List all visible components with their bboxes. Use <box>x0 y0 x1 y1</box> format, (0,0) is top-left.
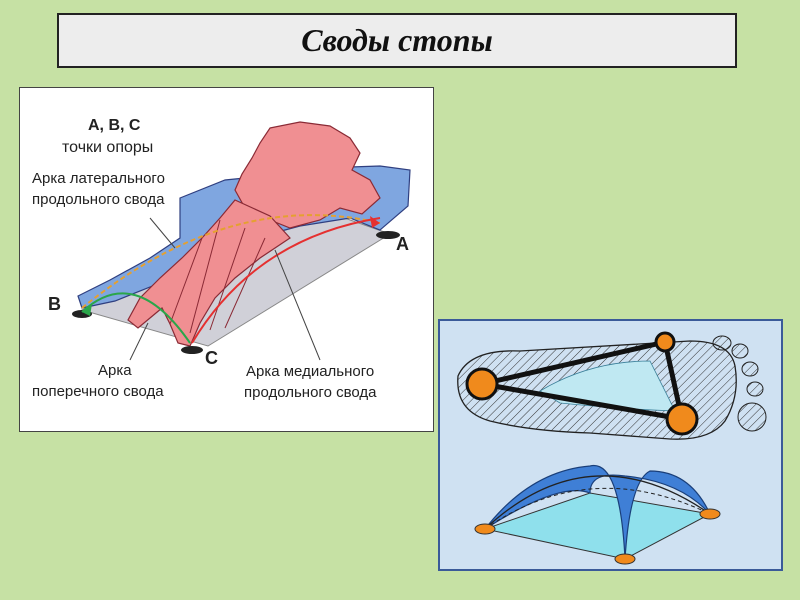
medial-arch-label-1: Арка медиального <box>246 363 374 380</box>
dome-support-right <box>699 508 721 520</box>
arch-scheme-panel <box>438 319 783 571</box>
toe-2 <box>731 343 749 359</box>
triangle-node-toe-base <box>654 331 676 353</box>
point-b-label: B <box>48 294 61 314</box>
transverse-pointer-line <box>129 322 149 361</box>
toe-outline <box>169 219 266 334</box>
slide-title: Своды стопы <box>301 22 493 58</box>
transverse-arch-arrow <box>81 292 191 344</box>
title-box: Своды стопы <box>57 13 737 68</box>
lateral-arch-arrow <box>81 214 381 309</box>
medial-arch-label-2: продольного свода <box>244 384 377 401</box>
medial-arch-arrow <box>191 217 381 344</box>
foot-skeleton-panel: A, B, C точки опоры Арка латерального пр… <box>19 87 434 432</box>
toe-5 <box>737 402 767 432</box>
points-heading: A, B, C <box>88 117 141 134</box>
foot-skeleton-diagram: A, B, C точки опоры Арка латерального пр… <box>32 117 411 401</box>
triangle-node-heel <box>465 367 499 401</box>
lateral-pointer-line <box>149 217 176 249</box>
point-c-label: C <box>205 348 218 368</box>
support-point-c <box>181 346 203 354</box>
lateral-arch-label-1: Арка латерального <box>32 170 165 187</box>
dome-support-left <box>474 523 496 535</box>
triangle-node-ball <box>665 402 699 436</box>
point-a-label: A <box>396 234 409 254</box>
dome-support-center <box>614 553 636 565</box>
toe-3 <box>741 361 759 377</box>
transverse-arch-label-1: Арка <box>98 362 132 379</box>
points-caption: точки опоры <box>62 139 153 156</box>
dome-shell <box>484 465 711 560</box>
talus-bone <box>234 121 381 229</box>
arch-scheme-diagram <box>457 331 767 565</box>
medial-pointer-line <box>274 249 321 361</box>
lateral-arch-label-2: продольного свода <box>32 191 165 208</box>
toe-4 <box>746 381 764 397</box>
toe-1 <box>712 335 732 351</box>
dome-arc-inner <box>484 487 711 530</box>
medial-toe-bones <box>127 199 291 347</box>
support-point-a <box>376 231 400 239</box>
dome-arc-outer <box>484 475 711 530</box>
transverse-arch-arrowhead <box>82 304 92 316</box>
support-triangle <box>479 339 685 422</box>
transverse-arch-label-2: поперечного свода <box>32 383 164 400</box>
